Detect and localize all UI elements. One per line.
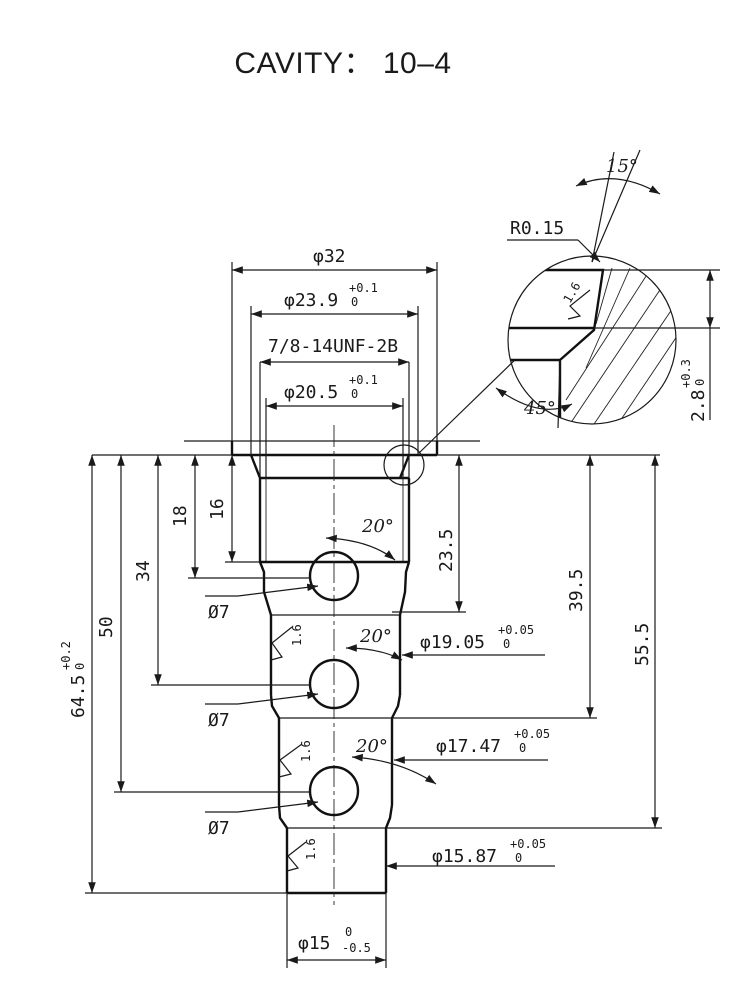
svg-text:+0.05: +0.05 [514,727,550,741]
svg-text:0: 0 [503,637,510,651]
dim-depth-34: 34 [133,560,154,582]
hole-label: Ø7 [208,602,230,623]
right-dimensions: 23.5 39.5 55.5 [386,455,662,829]
left-dimensions: 16 18 34 50 64.5 +0.2 0 [59,455,310,894]
dim-depth-16: 16 [207,498,228,520]
cross-hole [308,765,360,817]
svg-text:+0.3: +0.3 [679,359,693,388]
svg-text:0: 0 [345,925,352,939]
svg-text:+0.05: +0.05 [510,837,546,851]
roughness-mark: 1.6 [299,740,313,762]
angle-label: 20° [361,516,394,537]
hole-annotations: Ø7 Ø7 Ø7 20° 20° 20° [205,516,437,839]
detail-angle-top: 15° [606,156,638,177]
bottom-dimension: φ15 0 -0.5 [287,925,386,964]
svg-text:0: 0 [519,741,526,755]
svg-text:+0.1: +0.1 [349,281,378,295]
bore-label: φ15.87 [432,846,497,867]
dim-depth-64-5: 64.5 [68,675,89,718]
hole-label: Ø7 [208,710,230,731]
hole-label: Ø7 [208,818,230,839]
bore-label: φ19.05 [420,632,485,653]
detail-angle-bottom: 45° [523,398,556,419]
dim-depth-39-5: 39.5 [566,569,587,612]
dim-depth-23-5: 23.5 [436,529,457,572]
dim-depth-18: 18 [170,505,191,527]
svg-text:+0.2: +0.2 [59,641,73,670]
svg-text:0: 0 [73,663,87,670]
roughness-symbols: 1.6 1.6 1.6 [270,624,318,872]
svg-text:-0.5: -0.5 [342,941,371,955]
cavity-outline [92,440,660,968]
svg-text:0: 0 [693,379,707,386]
dim-diameter-32: φ32 [313,246,346,267]
dim-depth-55-5: 55.5 [632,623,653,666]
roughness-mark: 1.6 [290,624,304,646]
detail-depth: 2.8 [688,389,709,422]
cross-hole [308,658,360,710]
angle-label: 20° [355,736,388,757]
roughness-mark: 1.6 [304,838,318,860]
page-title: CAVITY： 10–4 [234,47,452,80]
svg-text:+0.1: +0.1 [349,373,378,387]
svg-text:0: 0 [351,387,358,401]
detail-view: 15° R0.15 1.6 45° 2.8 +0.3 0 [383,149,720,486]
dim-depth-50: 50 [96,616,117,638]
dim-diameter-15: φ15 [298,933,331,954]
bore-label: φ17.47 [436,736,501,757]
svg-text:+0.05: +0.05 [498,623,534,637]
svg-text:0: 0 [515,851,522,865]
detail-marker-circle [383,444,425,486]
dim-diameter-23-9: φ23.9 [284,290,338,311]
top-dimensions: φ32 φ23.9 +0.1 0 7/8-14UNF-2B φ20.5 +0.1… [231,246,438,478]
angle-label: 20° [359,626,392,647]
svg-text:0: 0 [351,295,358,309]
detail-roughness: 1.6 [560,280,583,306]
dim-diameter-20-5: φ20.5 [284,382,338,403]
bore-annotations: φ19.05 +0.05 0 φ17.47 +0.05 0 φ15.87 +0.… [386,623,555,870]
detail-radius: R0.15 [510,218,564,239]
dim-thread: 7/8-14UNF-2B [268,336,398,357]
